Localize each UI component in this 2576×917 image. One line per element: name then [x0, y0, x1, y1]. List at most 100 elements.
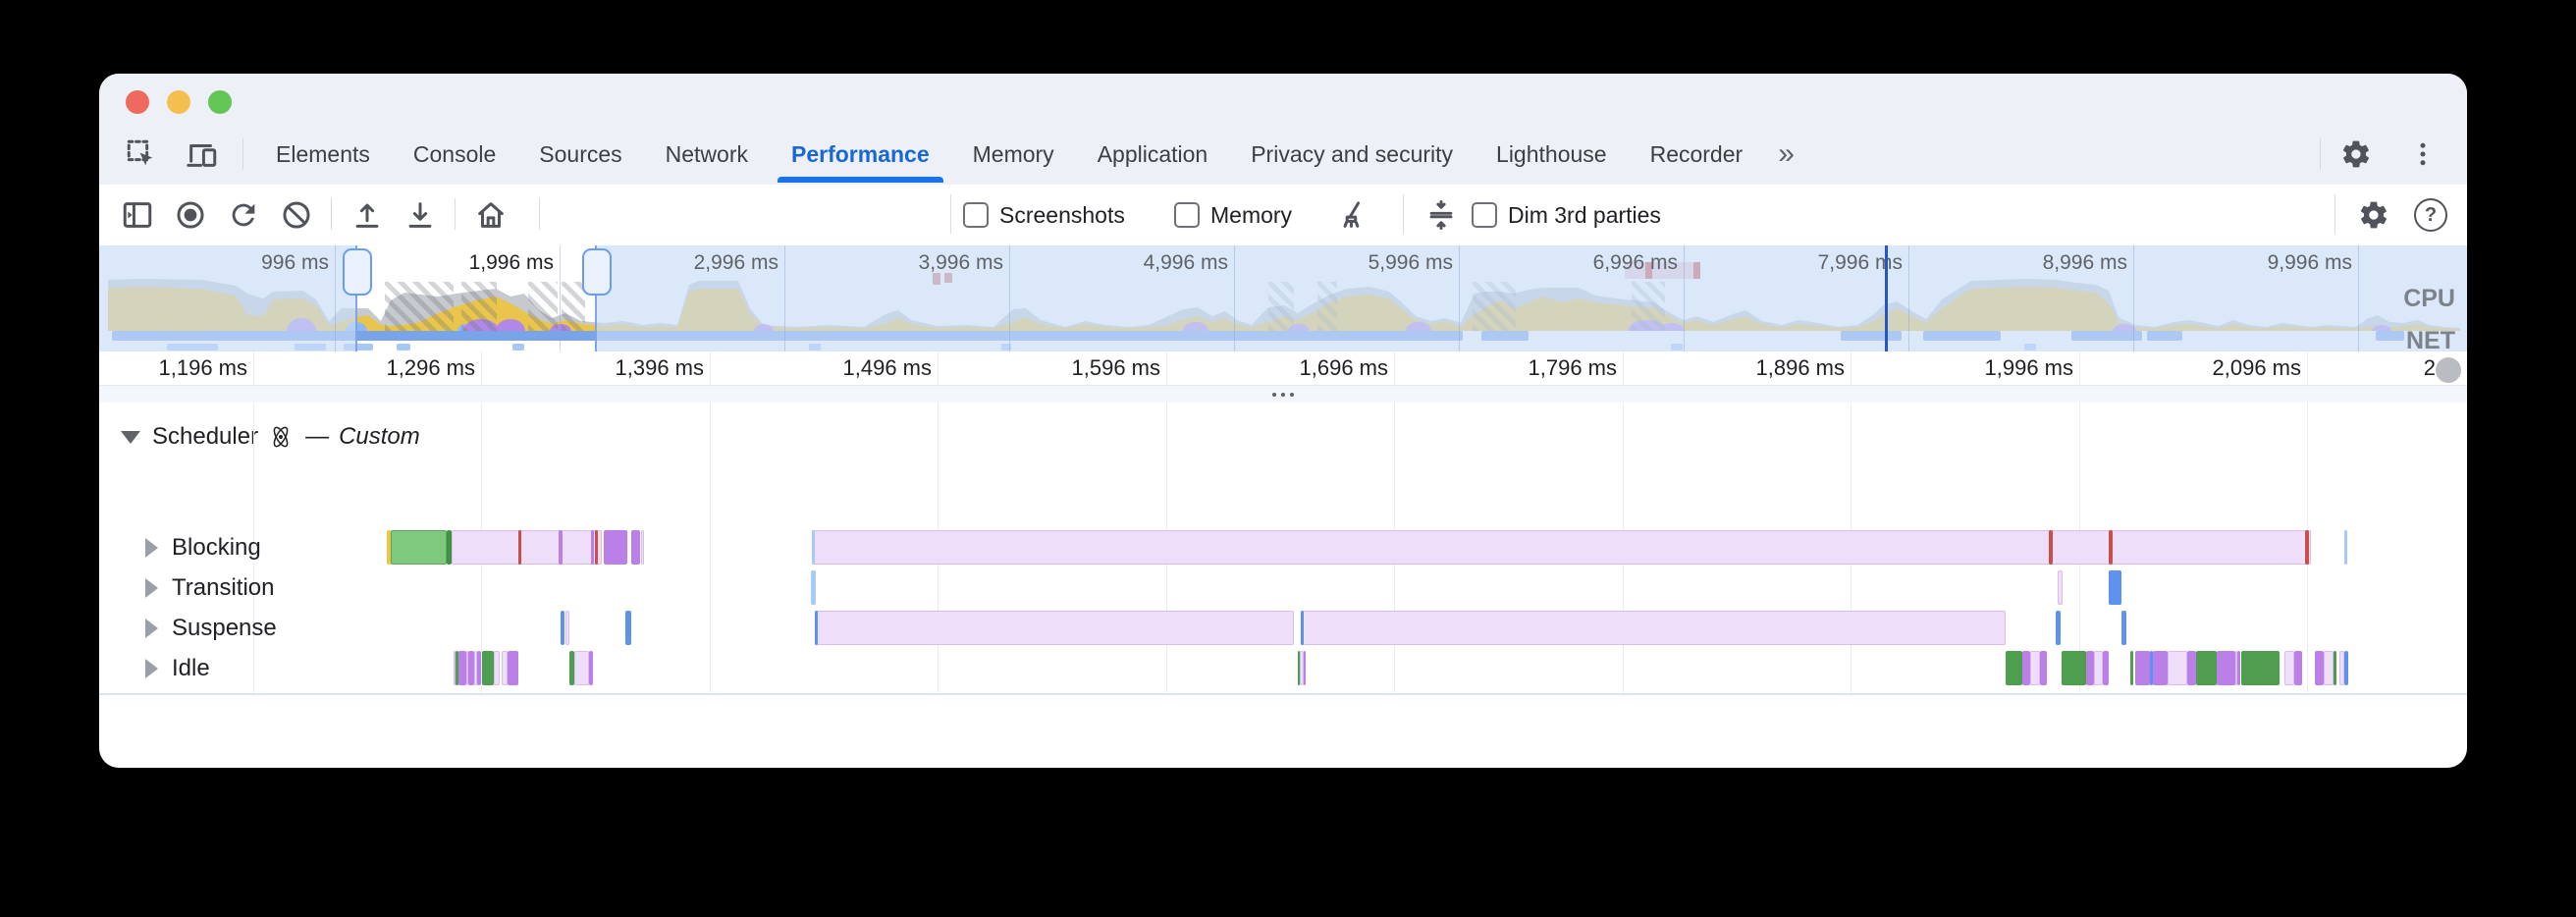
flame-bar[interactable]: [2237, 651, 2240, 685]
expand-arrow-icon[interactable]: [145, 537, 158, 558]
expand-arrow-icon[interactable]: [145, 618, 158, 638]
flame-bar[interactable]: [466, 651, 468, 685]
flame-bar[interactable]: [2187, 651, 2196, 685]
right-selection-handle[interactable]: [582, 248, 612, 296]
resize-handle[interactable]: [99, 385, 2467, 404]
capture-settings-gear-icon[interactable]: [2353, 194, 2394, 236]
left-selection-handle-line[interactable]: [355, 245, 357, 351]
flame-bar[interactable]: [2062, 651, 2086, 685]
tab-lighthouse[interactable]: Lighthouse: [1496, 140, 1607, 167]
checkbox-icon[interactable]: [1472, 202, 1497, 228]
track-row-label[interactable]: Suspense: [99, 610, 277, 646]
track-row-label[interactable]: Blocking: [99, 529, 261, 566]
flame-bar[interactable]: [494, 651, 500, 685]
track-row-label[interactable]: Transition: [99, 569, 274, 606]
toggle-sidebar-icon[interactable]: [117, 194, 158, 236]
flame-bar[interactable]: [2344, 651, 2348, 685]
flame-bar[interactable]: [387, 530, 391, 565]
flame-bar[interactable]: [2058, 570, 2063, 605]
flame-bar[interactable]: [2217, 651, 2235, 685]
maximize-window-button[interactable]: [208, 90, 232, 114]
flame-bar[interactable]: [2049, 530, 2053, 565]
flame-bar[interactable]: [502, 651, 508, 685]
checkbox-icon[interactable]: [1174, 202, 1200, 228]
flame-bar[interactable]: [2056, 611, 2061, 645]
flame-bar[interactable]: [456, 651, 458, 685]
flame-bar[interactable]: [589, 651, 593, 685]
flame-bar[interactable]: [2344, 530, 2347, 565]
tab-application[interactable]: Application: [1097, 140, 1208, 167]
reload-record-icon[interactable]: [223, 194, 264, 236]
clear-icon[interactable]: [276, 194, 317, 236]
flame-bar[interactable]: [2294, 651, 2302, 685]
flame-bar[interactable]: [2339, 651, 2344, 685]
tab-sources[interactable]: Sources: [539, 140, 622, 167]
tab-network[interactable]: Network: [665, 140, 748, 167]
flame-bar[interactable]: [482, 651, 494, 685]
tab-privacy-and-security[interactable]: Privacy and security: [1251, 140, 1454, 167]
flame-bar[interactable]: [812, 530, 815, 565]
flame-bar[interactable]: [1298, 651, 1300, 685]
flame-bar[interactable]: [452, 530, 602, 565]
close-window-button[interactable]: [126, 90, 149, 114]
flame-bar[interactable]: [468, 651, 474, 685]
flame-bar[interactable]: [811, 570, 816, 605]
expand-arrow-icon[interactable]: [145, 658, 158, 678]
collect-garbage-brush-icon[interactable]: [1334, 194, 1375, 236]
flame-bar[interactable]: [569, 651, 574, 685]
flame-bar[interactable]: [631, 530, 640, 565]
flame-bar[interactable]: [2006, 651, 2022, 685]
flame-bar[interactable]: [2086, 651, 2094, 685]
flame-bar[interactable]: [2109, 530, 2113, 565]
flame-bar[interactable]: [2334, 651, 2336, 685]
checkbox-icon[interactable]: [963, 202, 989, 228]
expand-arrow-icon[interactable]: [145, 577, 158, 598]
scrollbar-thumb[interactable]: [2436, 357, 2461, 383]
flame-bar[interactable]: [2168, 651, 2187, 685]
right-selection-handle-line[interactable]: [595, 245, 597, 351]
help-icon[interactable]: ?: [2410, 194, 2451, 236]
flame-bar[interactable]: [565, 611, 569, 645]
flame-bar[interactable]: [447, 530, 452, 565]
flame-bar[interactable]: [2150, 651, 2153, 685]
compress-tracks-icon[interactable]: [1421, 194, 1462, 236]
flame-bar[interactable]: [574, 651, 589, 685]
record-icon[interactable]: [170, 194, 211, 236]
settings-gear-icon[interactable]: [2335, 134, 2377, 175]
screenshots-checkbox[interactable]: Screenshots: [963, 185, 1125, 245]
memory-checkbox[interactable]: Memory: [1174, 185, 1292, 245]
flame-bar[interactable]: [454, 651, 456, 685]
flame-bar[interactable]: [591, 530, 594, 565]
flame-bar[interactable]: [2130, 651, 2133, 685]
track-row-label[interactable]: Idle: [99, 650, 210, 686]
kebab-menu-icon[interactable]: [2402, 134, 2443, 175]
minimize-window-button[interactable]: [167, 90, 190, 114]
flame-bar[interactable]: [559, 530, 563, 565]
flame-bar[interactable]: [812, 530, 2311, 565]
flame-bar[interactable]: [2103, 651, 2109, 685]
flame-bar[interactable]: [2196, 651, 2217, 685]
tab-recorder[interactable]: Recorder: [1649, 140, 1744, 167]
left-selection-handle[interactable]: [343, 248, 372, 296]
device-toolbar-icon[interactable]: [182, 134, 223, 175]
tab-memory[interactable]: Memory: [972, 140, 1054, 167]
flame-bar[interactable]: [815, 611, 1294, 645]
home-icon[interactable]: [470, 194, 511, 236]
flame-bar[interactable]: [2030, 651, 2040, 685]
flame-bar[interactable]: [604, 530, 627, 565]
flame-bar[interactable]: [625, 611, 631, 645]
flame-bar[interactable]: [2324, 651, 2334, 685]
flame-bar[interactable]: [477, 651, 481, 685]
flame-bar[interactable]: [2135, 651, 2150, 685]
flame-bar[interactable]: [1301, 611, 2006, 645]
flame-bar[interactable]: [458, 651, 466, 685]
flame-bar[interactable]: [2022, 651, 2030, 685]
flame-bar[interactable]: [508, 651, 518, 685]
flame-bar[interactable]: [2315, 651, 2324, 685]
flame-bar[interactable]: [2094, 651, 2103, 685]
flame-bar[interactable]: [2235, 651, 2237, 685]
flame-bar[interactable]: [1301, 611, 1304, 645]
flame-bar[interactable]: [518, 530, 521, 565]
